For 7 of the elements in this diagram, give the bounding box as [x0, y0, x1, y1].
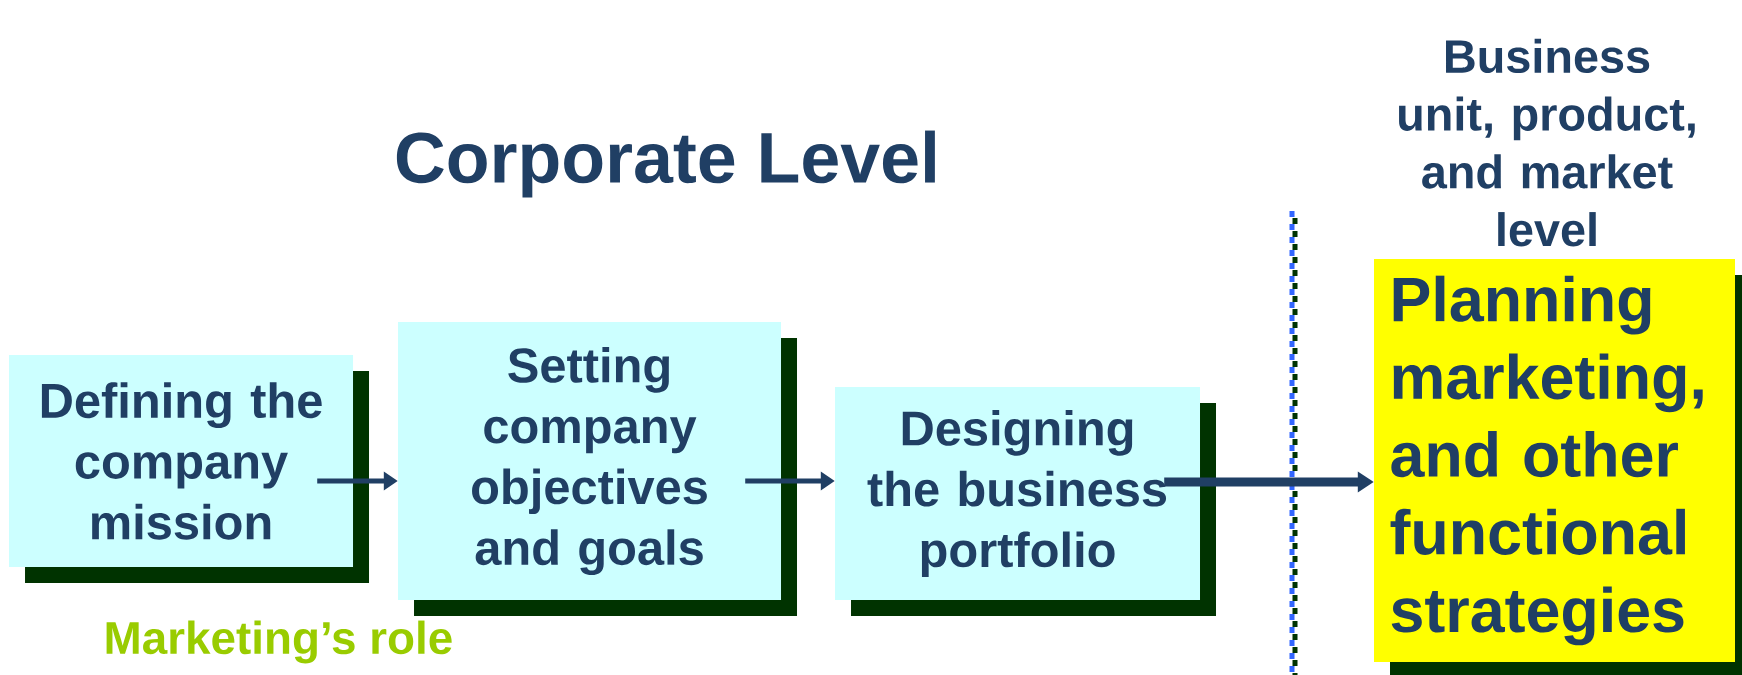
process-box: Setting company objectives and goals: [398, 322, 797, 616]
note: Marketing’s role: [106, 620, 452, 664]
heading: Business unit, product, and market level: [1399, 38, 1695, 247]
process-box: Planning marketing, and other functional strategies: [1374, 259, 1742, 675]
process-box: Defining the company mission: [9, 355, 369, 583]
title: Corporate Level: [396, 130, 935, 198]
process-box: Designing the business portfolio: [835, 387, 1216, 616]
